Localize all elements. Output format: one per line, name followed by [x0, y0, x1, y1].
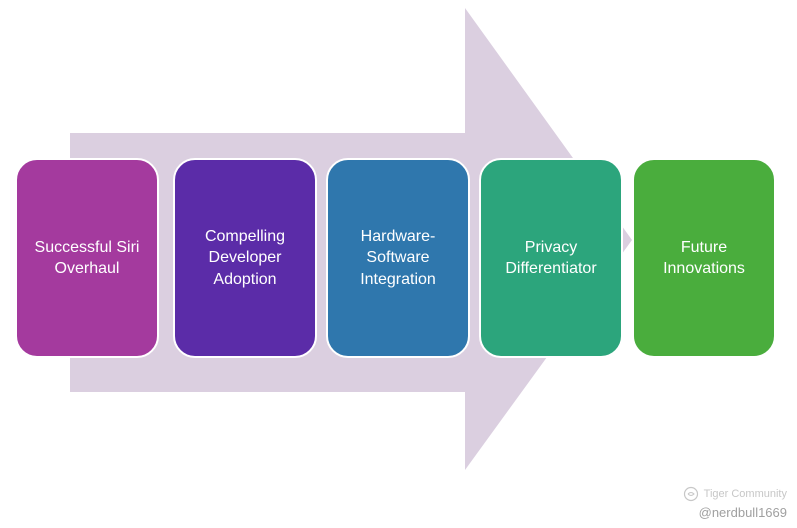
step-privacy-differentiator: Privacy Differentiator [479, 158, 623, 358]
step-label: Privacy Differentiator [505, 238, 597, 277]
step-label: Hardware-Software Integration [360, 228, 436, 288]
step-label: Compelling Developer Adoption [204, 228, 286, 288]
step-compelling-developer-adoption: Compelling Developer Adoption [173, 158, 317, 358]
watermark-handle: @nerdbull1669 [698, 505, 787, 520]
watermark: Tiger Community @nerdbull1669 [683, 486, 787, 520]
watermark-brand: Tiger Community [703, 488, 787, 500]
step-future-innovations: Future Innovations [632, 158, 776, 358]
watermark-brand-row: Tiger Community [683, 486, 787, 502]
step-hardware-software-integration: Hardware-Software Integration [326, 158, 470, 358]
step-successful-siri-overhaul: Successful Siri Overhaul [15, 158, 159, 358]
step-label: Future Innovations [663, 238, 745, 277]
step-label: Successful Siri Overhaul [34, 238, 140, 277]
tiger-community-logo-icon [683, 486, 698, 502]
